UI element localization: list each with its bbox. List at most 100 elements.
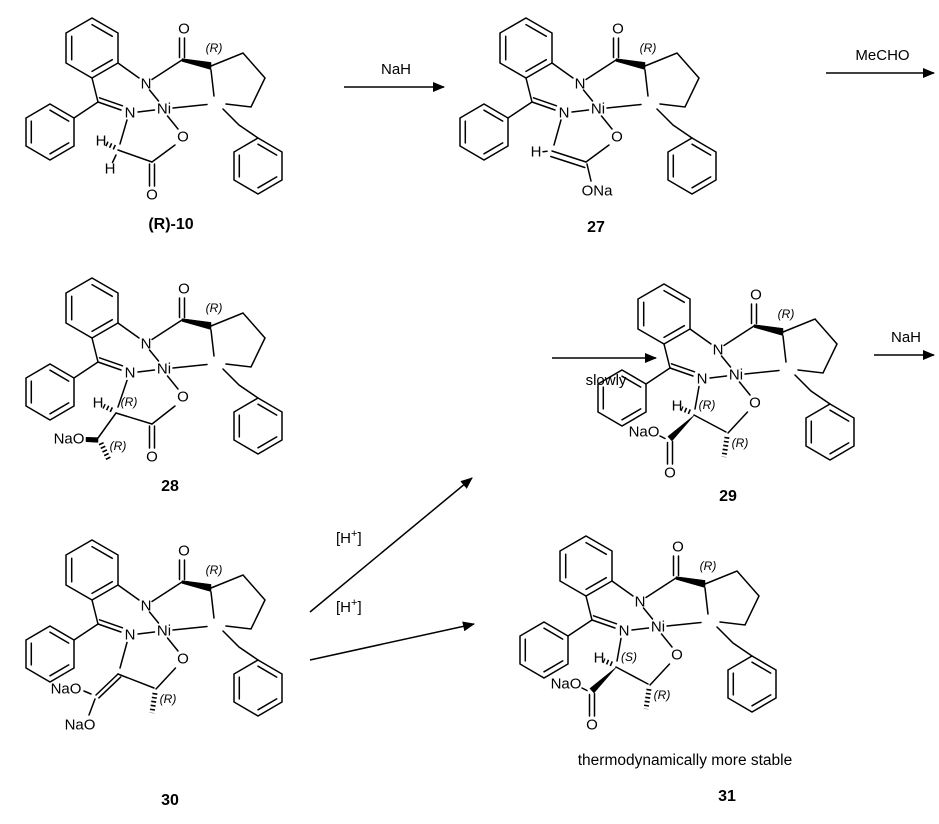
atom-nickel: Ni [157,623,171,640]
aldol-carboxylate-moiety-bonds [85,379,176,461]
atom-coord-o: O [177,129,189,146]
arrow-nah-2: NaH [874,328,938,368]
atom-nao: NaO [551,676,582,693]
structure-29: N Ni N O O (R) H (R) NaO (R) O 29 [578,268,878,568]
hplus-text: [H [336,599,351,616]
arrow-shaft-svg [826,68,935,78]
atom-amide-n: N [141,336,152,353]
atom-amide-n: N [141,598,152,615]
stereo-label-alpha: (S) [621,650,637,664]
structure-28-skeleton: N Ni N O O (R) H (R) NaO (R) O [25,277,283,466]
atom-nickel: Ni [591,101,605,118]
atom-amide-n: N [635,594,646,611]
atom-carbonyl-o: O [672,539,684,556]
atom-imine-n: N [125,105,136,122]
atom-nao: NaO [51,681,82,698]
hplus-sup: + [351,528,358,540]
amino-alkoxide-moiety-bonds [659,385,749,465]
structure-28: N Ni N O O (R) H (R) NaO (R) O 28 [6,262,306,562]
atom-h: H [93,395,104,412]
stereo-label-pyrrolidine: (R) [206,41,223,55]
atom-nao: NaO [629,424,660,441]
arrow-nah-1: NaH [342,60,450,100]
atom-nao: NaO [65,717,96,734]
atom-coord-o: O [749,395,761,412]
stereo-label-side: (R) [160,692,177,706]
atom-h: H [594,650,605,667]
structure-label-31: 31 [718,788,736,805]
atom-nickel: Ni [729,367,743,384]
arrow-hplus-1-svg [309,477,473,613]
structure-30: N Ni N O O (R) NaO NaO (R) 30 [6,524,306,824]
arrow-label-hplus-1: [H+] [336,528,362,547]
atom-o: O [146,187,158,204]
arrow-shaft-svg [874,350,935,360]
glycinate-moiety-bonds [104,119,176,187]
atom-carbonyl-o: O [178,281,190,298]
stereo-label-side: (R) [654,688,671,702]
atom-nickel: Ni [157,361,171,378]
structure-31-skeleton: N Ni N O O (R) H (S) NaO (R) O [519,535,777,733]
atom-o: O [146,449,158,466]
atom-coord-o: O [611,129,623,146]
atom-coord-o: O [671,647,683,664]
structure-29-skeleton: N Ni N O O (R) H (R) NaO (R) O [597,283,855,481]
hplus-text: ] [357,530,362,547]
structure-label-r10: (R)-10 [148,216,194,233]
caption-thermodynamic: thermodynamically more stable [577,752,793,769]
stereo-label-alpha: (R) [699,398,716,412]
arrow-hplus-2-svg [309,621,475,661]
structure-label-28: 28 [161,478,179,495]
structure-30-skeleton: N Ni N O O (R) NaO NaO (R) [25,539,283,734]
stereo-label-pyrrolidine: (R) [640,41,657,55]
arrow-label-hplus-2: [H+] [336,597,362,616]
stereo-label-pyrrolidine: (R) [778,307,795,321]
structure-r10: N Ni N O O (R) H H O (R)-10 [6,2,306,302]
atom-amide-n: N [713,342,724,359]
atom-carbonyl-o: O [178,21,190,38]
atom-carbonyl-o: O [750,287,762,304]
hplus-text: ] [357,599,362,616]
stereo-label-side: (R) [110,439,127,453]
atom-h: H [531,144,542,161]
reaction-arrow [309,477,473,613]
stereo-label-pyrrolidine: (R) [206,563,223,577]
arrow-label-mecho: MeCHO [855,47,910,64]
atom-h: H [105,161,116,178]
arrow-label-nah: NaH [890,329,921,346]
arrow-shaft-svg [344,82,445,92]
amino-alkoxide-moiety-bonds [581,637,671,717]
hplus-sup: + [351,597,358,609]
arrow-shaft-svg [552,353,657,363]
arrow-label-slowly: slowly [585,372,627,389]
atom-ona: ONa [582,183,614,200]
hplus-text: [H [336,530,351,547]
reaction-arrow [309,621,475,661]
atom-carbonyl-o: O [612,21,624,38]
atom-coord-o: O [177,651,189,668]
atom-nickel: Ni [157,101,171,118]
atom-coord-o: O [177,389,189,406]
atom-imine-n: N [559,105,570,122]
structure-31: N Ni N O O (R) H (S) NaO (R) O thermodyn… [500,520,800,820]
structure-27-skeleton: N Ni N O O (R) H ONa [459,17,717,200]
atom-imine-n: N [125,627,136,644]
atom-o: O [586,717,598,733]
stereo-label-pyrrolidine: (R) [206,301,223,315]
atom-imine-n: N [125,365,136,382]
atom-h: H [672,398,683,415]
stereo-label-alpha: (R) [121,395,138,409]
structure-r10-skeleton: N Ni N O O (R) H H O [25,17,283,204]
structure-27: N Ni N O O (R) H ONa 27 [440,2,740,302]
structure-label-29: 29 [719,488,737,505]
atom-amide-n: N [141,76,152,93]
structure-label-30: 30 [161,792,179,809]
structure-label-27: 27 [587,219,605,236]
atom-o: O [664,465,676,481]
atom-carbonyl-o: O [178,543,190,560]
atom-nao: NaO [54,431,85,448]
enediolate-moiety-bonds [83,641,177,716]
atom-amide-n: N [575,76,586,93]
enolate-moiety-bonds [542,119,610,182]
atom-nickel: Ni [651,619,665,636]
